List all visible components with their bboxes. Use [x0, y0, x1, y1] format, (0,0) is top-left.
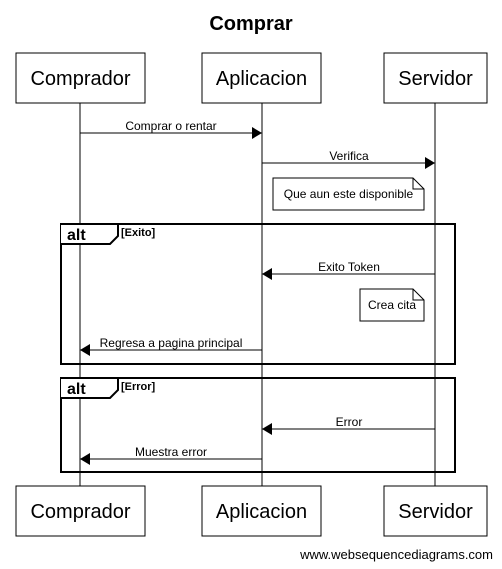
- message-label: Muestra error: [135, 445, 207, 459]
- participant-label: Servidor: [398, 68, 473, 90]
- message-label: Comprar o rentar: [125, 119, 216, 133]
- note-disponible: Que aun este disponible: [272, 177, 425, 211]
- message-label: Error: [336, 415, 363, 429]
- message-regresa-pagina-principal: Regresa a pagina principal: [80, 336, 262, 356]
- participant-label: Aplicacion: [216, 68, 307, 90]
- participant-label: Comprador: [30, 68, 130, 90]
- fragment-operator: alt: [67, 381, 86, 398]
- message-label: Exito Token: [318, 260, 380, 274]
- participant-comprador-top: Comprador: [15, 52, 146, 104]
- fragment-alt-exito: alt [Exito]: [60, 223, 456, 365]
- participant-aplicacion-bottom: Aplicacion: [201, 485, 322, 537]
- message-label: Regresa a pagina principal: [100, 336, 243, 350]
- diagram-title: Comprar: [209, 13, 293, 35]
- footer-watermark: www.websequencediagrams.com: [299, 547, 493, 562]
- fragment-alt-error: alt [Error]: [60, 377, 456, 473]
- fragment-operator: alt: [67, 227, 86, 244]
- message-error: Error: [262, 415, 435, 435]
- message-comprar-o-rentar: Comprar o rentar: [80, 119, 262, 139]
- note-crea-cita: Crea cita: [359, 288, 425, 322]
- participant-servidor-bottom: Servidor: [383, 485, 488, 537]
- fragment-guard: [Exito]: [121, 227, 156, 239]
- note-text: Crea cita: [368, 298, 416, 312]
- participant-aplicacion-top: Aplicacion: [201, 52, 322, 104]
- participant-label: Aplicacion: [216, 501, 307, 523]
- fragment-guard: [Error]: [121, 381, 156, 393]
- message-muestra-error: Muestra error: [80, 445, 262, 465]
- note-text: Que aun este disponible: [284, 187, 414, 201]
- participant-label: Comprador: [30, 501, 130, 523]
- participant-servidor-top: Servidor: [383, 52, 488, 104]
- participant-comprador-bottom: Comprador: [15, 485, 146, 537]
- message-exito-token: Exito Token: [262, 260, 435, 280]
- message-verifica: Verifica: [262, 149, 435, 169]
- message-label: Verifica: [329, 149, 369, 163]
- participant-label: Servidor: [398, 501, 473, 523]
